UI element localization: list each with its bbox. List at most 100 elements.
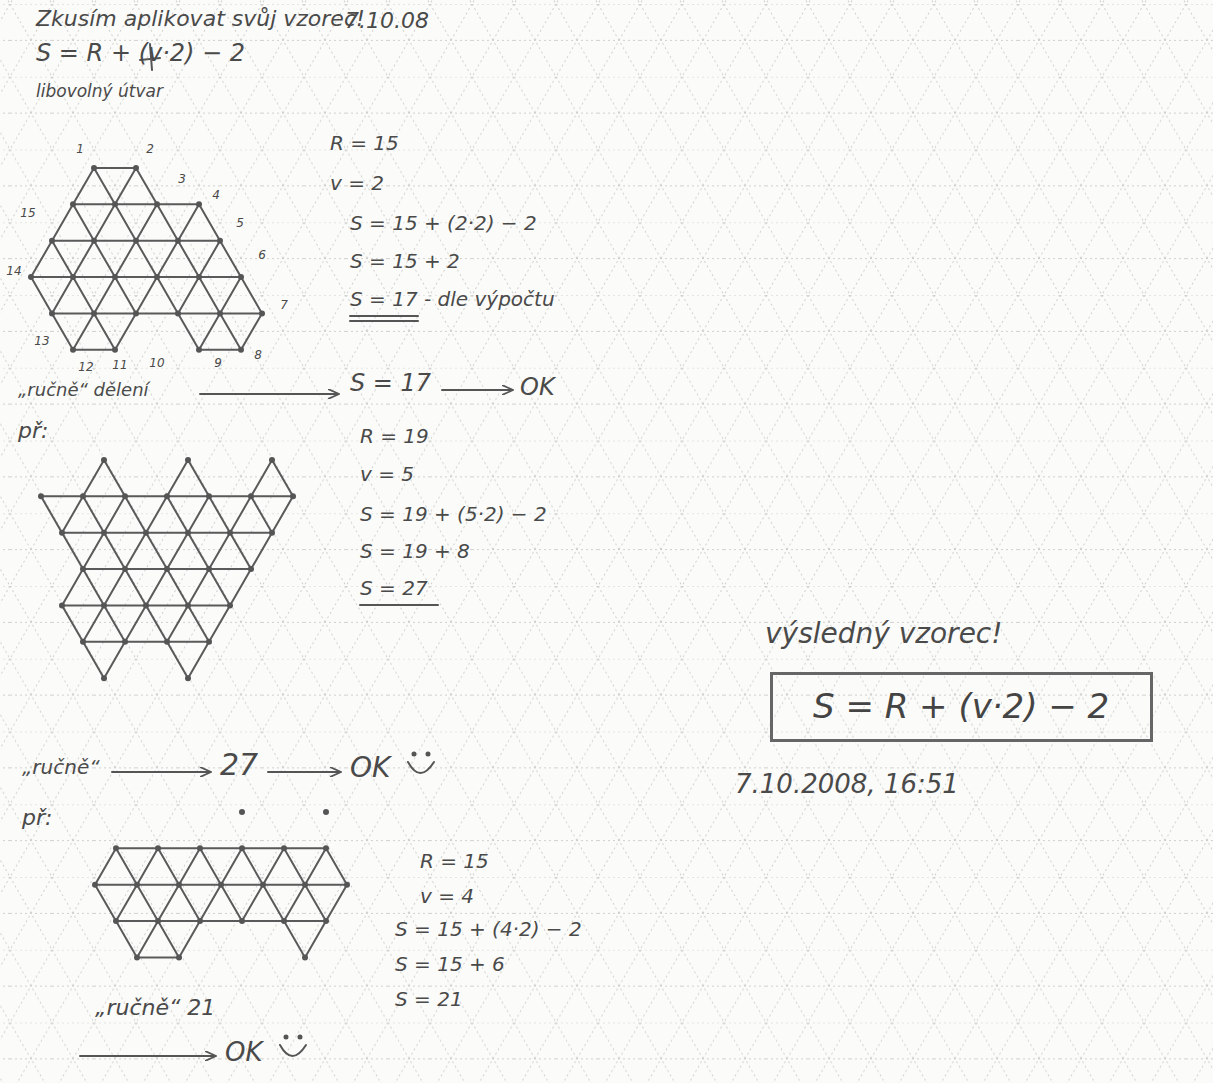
handwritten-note: R = 19 <box>360 425 429 448</box>
figure-edge <box>52 312 94 314</box>
handwritten-note: S = 15 + 6 <box>395 953 505 976</box>
lattice-point <box>143 530 149 536</box>
figure-edge <box>251 495 293 497</box>
underline <box>350 315 418 317</box>
lattice-point <box>217 310 223 316</box>
figure-edge <box>83 495 125 497</box>
arrow <box>80 1055 215 1057</box>
figure-edge <box>115 241 136 277</box>
figure-edge <box>136 204 157 240</box>
figure-edge <box>220 241 241 277</box>
lattice-point <box>323 809 329 815</box>
figure-edge <box>73 203 115 205</box>
triangle-figure <box>92 809 350 960</box>
figure-edge <box>188 604 230 606</box>
figure-edge <box>41 495 83 497</box>
figure-edge <box>115 276 157 278</box>
figure-edge <box>104 496 125 532</box>
lattice-point <box>113 845 119 851</box>
smiley-eye <box>299 1036 302 1039</box>
figure-edge <box>178 204 199 240</box>
lattice-point <box>238 274 244 280</box>
vertex-number: 1 <box>76 143 84 157</box>
figure-edge <box>104 532 146 534</box>
figure-edge <box>125 568 167 570</box>
figure-edge <box>167 569 188 605</box>
figure-edge <box>220 312 262 314</box>
lattice-point <box>80 639 86 645</box>
figure-edge <box>146 569 167 605</box>
figure-edge <box>31 276 73 278</box>
lattice-point <box>281 918 287 924</box>
vertex-number: 11 <box>112 359 127 373</box>
lattice-point <box>122 493 128 499</box>
figure-edge <box>62 604 104 606</box>
figure-edge <box>94 167 136 169</box>
figure-edge <box>230 533 251 569</box>
lattice-point <box>70 201 76 207</box>
lattice-point <box>218 882 224 888</box>
lattice-point <box>259 310 265 316</box>
figure-edge <box>115 277 136 313</box>
vertex-number: 7 <box>280 299 288 313</box>
lattice-point <box>175 238 181 244</box>
handwritten-note: R = 15 <box>420 850 489 873</box>
handwritten-note: OK <box>225 1038 263 1068</box>
lattice-point <box>112 274 118 280</box>
lattice-point <box>38 493 44 499</box>
figure-edge <box>137 956 179 958</box>
figure-edge <box>157 277 178 313</box>
figure-edge <box>62 532 104 534</box>
figure-edge <box>199 241 220 277</box>
figure-edge <box>263 848 284 884</box>
figure-edge <box>188 642 209 678</box>
figure-edge <box>125 605 146 641</box>
figure-edge <box>284 848 305 884</box>
formula-text: S = R + (v·2) − 2 <box>813 687 1110 726</box>
lattice-point <box>133 165 139 171</box>
figure-edge <box>83 642 104 678</box>
lattice-point <box>91 238 97 244</box>
lattice-point <box>122 566 128 572</box>
handwritten-note: „ručně“ 21 <box>95 995 215 1020</box>
lattice-point <box>185 530 191 536</box>
figure-edge <box>73 168 94 204</box>
triangle-figure <box>28 165 265 353</box>
lattice-point <box>206 493 212 499</box>
figure-edge <box>125 495 167 497</box>
handwritten-note: př: <box>18 418 48 443</box>
figure-edge <box>241 313 262 349</box>
figure-edge <box>137 848 158 884</box>
figure-edge <box>209 569 230 605</box>
lattice-point <box>80 566 86 572</box>
figure-edge <box>305 921 326 957</box>
figure-edge <box>62 496 83 532</box>
lattice-point <box>49 238 55 244</box>
figure-edge <box>178 241 199 277</box>
figure-edge <box>230 496 251 532</box>
figure-edge <box>83 533 104 569</box>
lattice-point <box>134 954 140 960</box>
figure-edge <box>220 313 241 349</box>
handwritten-note: v = 5 <box>360 463 414 486</box>
lattice-point <box>248 493 254 499</box>
figure-edge <box>83 641 125 643</box>
handwritten-note: libovolný útvar <box>36 82 163 102</box>
figure-edge <box>158 920 200 922</box>
figure-edge <box>272 496 293 532</box>
figure-edge <box>62 533 83 569</box>
figure-edge <box>200 848 221 884</box>
figure-edge <box>272 460 293 496</box>
arrow <box>268 771 340 773</box>
figure-edge <box>284 885 305 921</box>
figure-edge <box>167 460 188 496</box>
figure-edge <box>62 569 83 605</box>
handwritten-note: S = 19 + (5·2) − 2 <box>360 503 547 526</box>
figure-edge <box>73 349 115 351</box>
lattice-point <box>344 882 350 888</box>
figure-edge <box>326 848 347 884</box>
figure-edge <box>104 569 125 605</box>
figure-edge <box>199 204 220 240</box>
lattice-point <box>206 566 212 572</box>
